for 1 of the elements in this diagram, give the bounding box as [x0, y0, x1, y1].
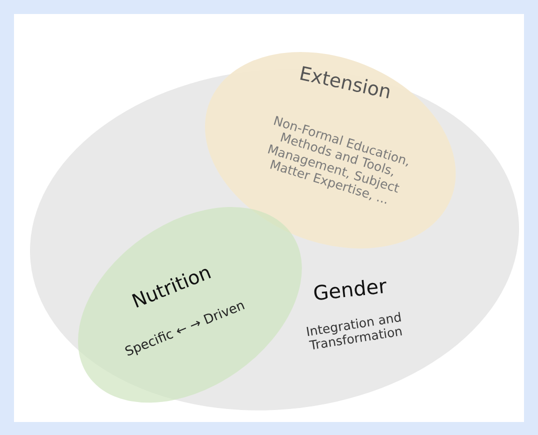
heading: Gender	[311, 274, 389, 306]
